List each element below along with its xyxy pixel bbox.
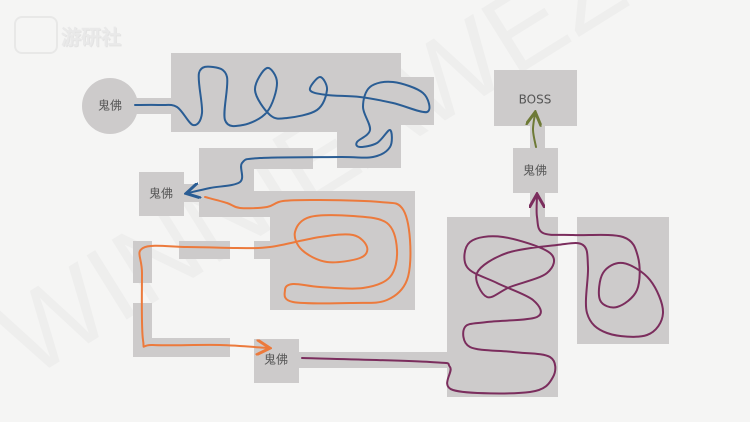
logo: 游研社 [14, 16, 121, 54]
room-top-lower [337, 130, 401, 168]
purple-route [301, 196, 665, 395]
room-l-horizontal [133, 338, 230, 357]
room-purple-left [447, 217, 558, 397]
node-label-start: 鬼佛 [98, 98, 122, 113]
node-label-boss: BOSS [519, 93, 552, 107]
room-small [179, 241, 230, 259]
room-small [254, 241, 272, 259]
logo-text: 游研社 [61, 24, 121, 49]
blue-route [134, 65, 431, 193]
room-orange [270, 191, 415, 310]
corridor [130, 98, 175, 114]
gamepad-icon [14, 16, 58, 54]
orange-route [138, 196, 412, 348]
node-label-mid-bottom: 鬼佛 [264, 352, 288, 367]
node-box-pre-boss [513, 148, 558, 193]
node-box-mid-left [139, 172, 184, 216]
green-route [533, 114, 536, 148]
node-label-pre-boss: 鬼佛 [523, 163, 547, 178]
room-small [133, 241, 152, 283]
node-label-mid-left: 鬼佛 [149, 186, 173, 201]
start-room [82, 78, 138, 134]
